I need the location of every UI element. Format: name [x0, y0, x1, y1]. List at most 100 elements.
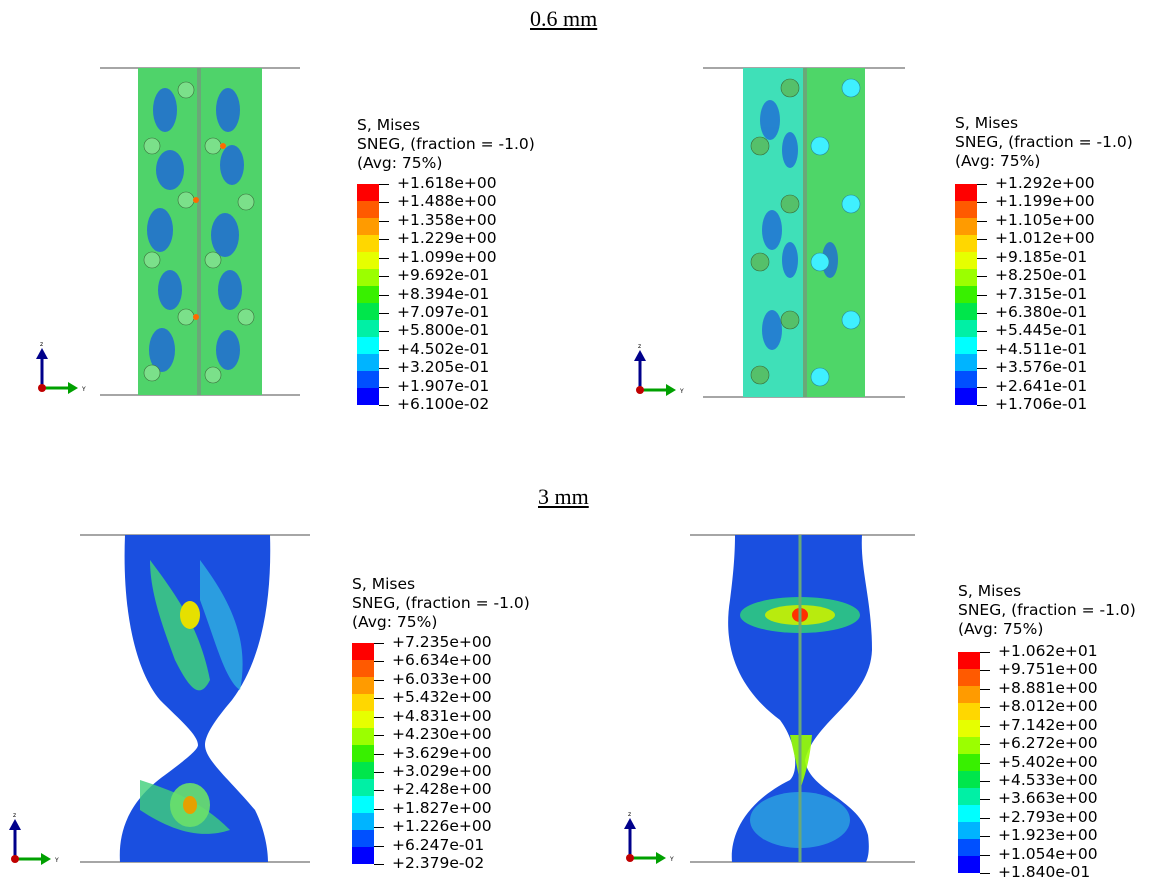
- legend-tick: [980, 726, 990, 727]
- legend-tick: [374, 846, 384, 847]
- legend-tick: [374, 790, 384, 791]
- legend-color-swatch: [958, 669, 980, 686]
- contour-model-bottom-left: [80, 534, 310, 863]
- legend-color-swatch: [958, 839, 980, 856]
- legend-color-swatch: [958, 788, 980, 805]
- legend-value: +1.012e+00: [995, 229, 1095, 247]
- legend-tick: [374, 680, 384, 681]
- legend-tick: [379, 368, 389, 369]
- legend-value: +1.618e+00: [397, 174, 497, 192]
- legend-value: +5.800e-01: [397, 321, 490, 339]
- z-axis-label: z: [638, 344, 641, 350]
- legend-tick: [980, 836, 990, 837]
- legend-value: +1.226e+00: [392, 817, 492, 835]
- legend-color-swatch: [357, 269, 379, 286]
- legend-variable: S, Mises: [357, 116, 421, 134]
- legend-tick: [379, 313, 389, 314]
- contour-model-top-left: [100, 67, 300, 396]
- legend-value: +7.097e-01: [397, 303, 490, 321]
- legend-bottom-left: S, Mises SNEG, (fraction = -1.0) (Avg: 7…: [352, 575, 530, 872]
- legend-color-swatch: [352, 728, 374, 745]
- legend-color-swatch: [955, 184, 977, 201]
- legend-tick: [977, 295, 987, 296]
- legend-color-swatch: [357, 184, 379, 201]
- legend-variable: S, Mises: [958, 582, 1022, 600]
- heading-0-6mm: 0.6 mm: [530, 6, 598, 31]
- legend-color-swatch: [955, 201, 977, 218]
- legend-color-swatch: [352, 677, 374, 694]
- contour-model-top-right: [703, 67, 905, 398]
- legend-tick: [374, 698, 384, 699]
- legend-tick: [980, 707, 990, 708]
- legend-color-swatch: [352, 830, 374, 847]
- legend-color-swatch: [357, 388, 379, 405]
- y-axis-label: Y: [54, 857, 59, 864]
- legend-color-swatch: [958, 720, 980, 737]
- legend-value: +8.881e+00: [998, 679, 1098, 697]
- legend-tick: [977, 202, 987, 203]
- legend-value: +4.230e+00: [392, 725, 492, 743]
- legend-color-swatch: [958, 703, 980, 720]
- legend-color-swatch: [958, 805, 980, 822]
- legend-tick: [977, 276, 987, 277]
- legend-tick: [379, 239, 389, 240]
- legend-value: +1.099e+00: [397, 248, 497, 266]
- legend-color-swatch: [357, 218, 379, 235]
- legend-value: +9.692e-01: [397, 266, 490, 284]
- legend-tick: [374, 717, 384, 718]
- legend-value: +1.054e+00: [998, 845, 1098, 863]
- legend-value: +1.229e+00: [397, 229, 497, 247]
- legend-color-swatch: [357, 201, 379, 218]
- legend-tick: [980, 744, 990, 745]
- legend-tick: [980, 818, 990, 819]
- legend-averaging: (Avg: 75%): [352, 613, 438, 631]
- legend-color-swatch: [958, 856, 980, 873]
- legend-value: +6.033e+00: [392, 670, 492, 688]
- legend-tick: [977, 239, 987, 240]
- legend-value: +2.641e-01: [995, 377, 1088, 395]
- legend-bottom-right: S, Mises SNEG, (fraction = -1.0) (Avg: 7…: [958, 582, 1136, 881]
- legend-color-swatch: [352, 745, 374, 762]
- legend-tick: [980, 781, 990, 782]
- legend-tick: [977, 331, 987, 332]
- legend-value: +4.511e-01: [995, 340, 1088, 358]
- legend-tick: [374, 661, 384, 662]
- legend-color-swatch: [955, 371, 977, 388]
- legend-tick: [977, 368, 987, 369]
- heading-3mm: 3 mm: [538, 484, 589, 509]
- z-axis-label: z: [40, 342, 43, 348]
- z-axis-label: z: [13, 813, 16, 819]
- legend-tick: [980, 670, 990, 671]
- legend-color-swatch: [357, 252, 379, 269]
- legend-section: SNEG, (fraction = -1.0): [958, 601, 1136, 619]
- legend-color-swatch: [352, 762, 374, 779]
- legend-color-swatch: [352, 796, 374, 813]
- legend-variable: S, Mises: [955, 114, 1019, 132]
- legend-averaging: (Avg: 75%): [357, 154, 443, 172]
- legend-value: +1.907e-01: [397, 377, 490, 395]
- legend-value: +1.199e+00: [995, 192, 1095, 210]
- z-axis-label: z: [628, 812, 631, 818]
- axis-triad-icon: z Y: [634, 344, 684, 396]
- legend-color-swatch: [958, 754, 980, 771]
- legend-tick: [977, 405, 987, 406]
- legend-value: +5.402e+00: [998, 753, 1098, 771]
- legend-tick: [977, 313, 987, 314]
- legend-value: +1.706e-01: [995, 395, 1088, 413]
- legend-value: +1.358e+00: [397, 211, 497, 229]
- legend-value: +3.663e+00: [998, 789, 1098, 807]
- legend-value: +9.751e+00: [998, 660, 1098, 678]
- legend-value: +4.502e-01: [397, 340, 490, 358]
- legend-tick: [379, 276, 389, 277]
- legend-tick: [379, 295, 389, 296]
- legend-color-swatch: [955, 320, 977, 337]
- legend-value: +7.142e+00: [998, 716, 1098, 734]
- legend-value: +3.576e-01: [995, 358, 1088, 376]
- legend-value: +7.235e+00: [392, 633, 492, 651]
- legend-value: +5.432e+00: [392, 688, 492, 706]
- legend-color-swatch: [955, 337, 977, 354]
- legend-value: +1.923e+00: [998, 826, 1098, 844]
- legend-color-swatch: [352, 660, 374, 677]
- legend-tick: [379, 221, 389, 222]
- legend-tick: [374, 827, 384, 828]
